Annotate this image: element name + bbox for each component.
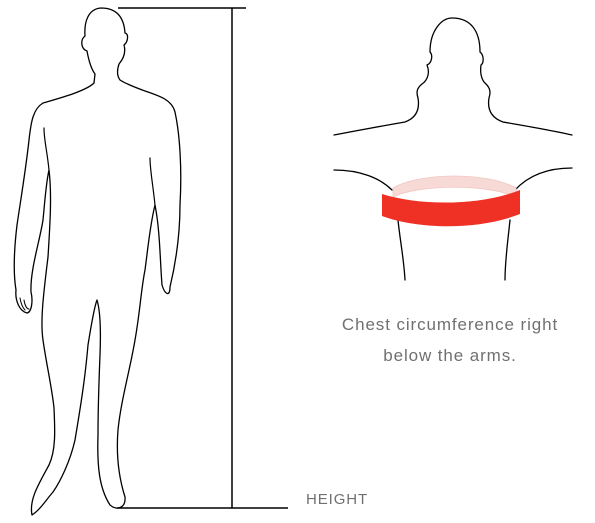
- left-shoulder-outline: [334, 170, 392, 190]
- chest-band-back: [393, 176, 516, 197]
- right-torso-side: [505, 220, 510, 280]
- chest-measuring-band: [382, 190, 520, 226]
- chest-caption-line-2: below the arms.: [300, 345, 595, 367]
- body-silhouette: [14, 8, 181, 515]
- left-arm-inner-contour: [44, 128, 49, 170]
- left-hand-fingers: [20, 298, 29, 310]
- right-arm-inner-contour: [150, 158, 155, 205]
- torso-head-outline: [334, 18, 572, 135]
- right-shoulder-outline: [515, 168, 572, 190]
- height-label: HEIGHT: [306, 491, 368, 508]
- chest-caption-line-1: Chest circumference right: [300, 314, 595, 336]
- left-torso-side: [398, 220, 405, 280]
